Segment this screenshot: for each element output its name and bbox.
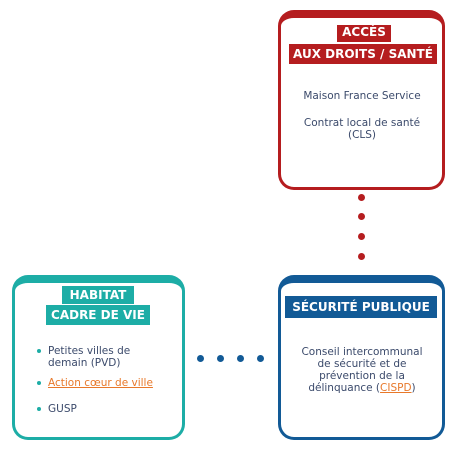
list-item: Action cœur de ville (36, 377, 176, 389)
connector-dot (257, 355, 264, 362)
securite-title: SÉCURITÉ PUBLIQUE (292, 300, 430, 314)
acces-title-top: ACCÈS (337, 25, 391, 42)
cispd-link[interactable]: CISPD (380, 382, 412, 394)
list-item: GUSP (36, 403, 176, 415)
connector-dot (358, 213, 365, 220)
acces-title-line1: ACCÈS (342, 25, 386, 39)
connector-dot (358, 253, 365, 260)
securite-body: Conseil intercommunal de sécurité et de … (285, 346, 439, 394)
acces-title-bottom: AUX DROITS / SANTÉ (289, 44, 437, 64)
habitat-title-line2: CADRE DE VIE (51, 308, 145, 322)
habitat-title-line1: HABITAT (69, 288, 127, 302)
connector-dot (237, 355, 244, 362)
connector-dot (197, 355, 204, 362)
connector-dot (217, 355, 224, 362)
list-item: Petites villes de demain (PVD) (36, 345, 176, 369)
connector-dot (358, 194, 365, 201)
action-coeur-de-ville-link[interactable]: Action cœur de ville (48, 377, 153, 389)
acces-title-line2: AUX DROITS / SANTÉ (293, 47, 433, 61)
connector-dot (358, 233, 365, 240)
securite-last-line: délinquance (CISPD) (308, 382, 416, 394)
acces-item-cls: Contrat local de santé (CLS) (303, 117, 421, 141)
habitat-title-top: HABITAT (62, 286, 134, 304)
acces-item-mfs: Maison France Service (303, 90, 421, 102)
habitat-list: Petites villes de demain (PVD) Action cœ… (36, 345, 176, 423)
securite-title-box: SÉCURITÉ PUBLIQUE (285, 296, 437, 318)
habitat-title-bottom: CADRE DE VIE (46, 305, 150, 325)
